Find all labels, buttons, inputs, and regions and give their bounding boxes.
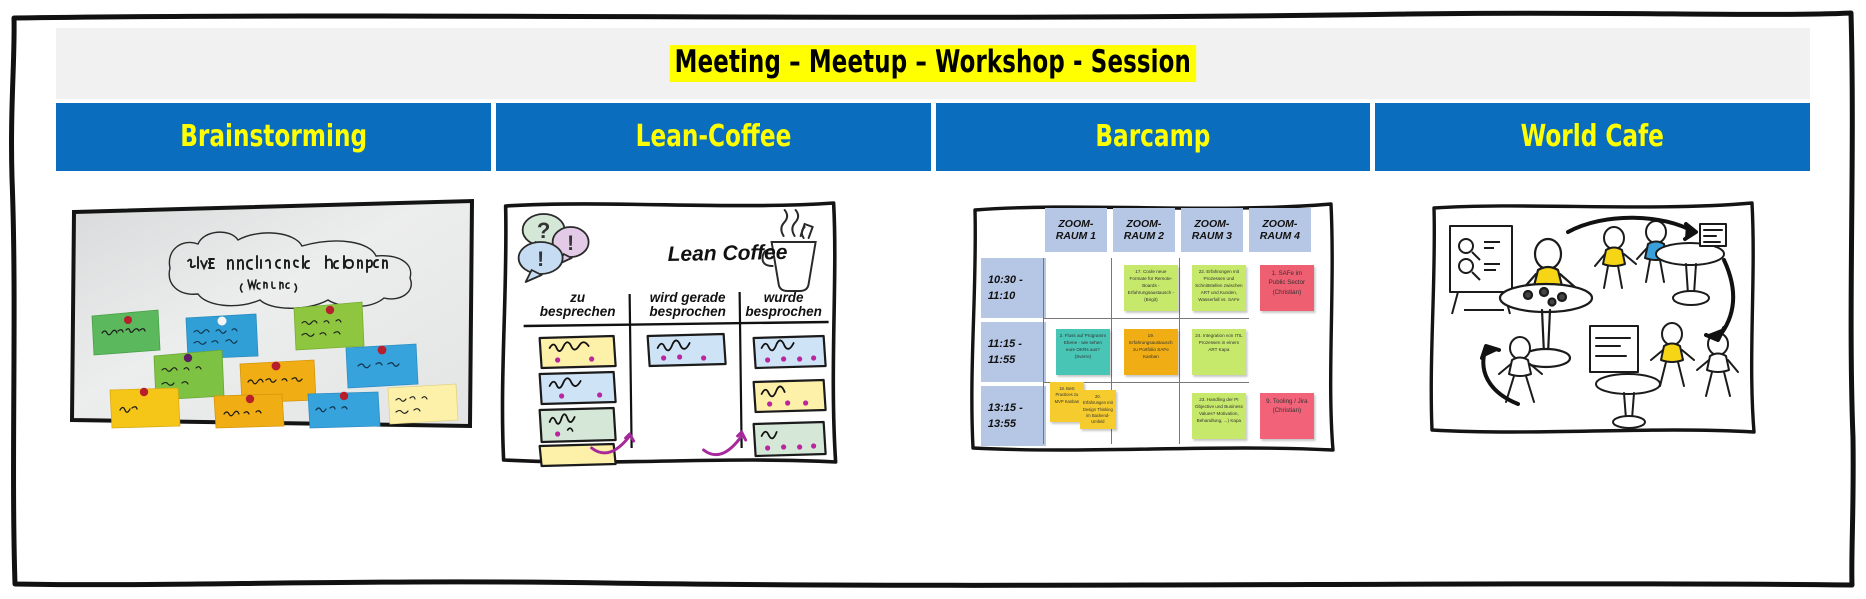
barcamp-cell-r2c3[interactable]: 24. Integration von ITIL Prozessen in ei… [1188,322,1250,382]
session-note-secondary[interactable]: 20. Erfahrungen mit Design Thinking im B… [1079,390,1116,430]
session-note[interactable]: 18. Best Practices zu MVP Kanban [1049,382,1084,422]
time-2-line1: 11:15 - [987,337,1022,350]
svg-text:Lean Coffee: Lean Coffee [668,241,789,266]
barcamp-row-1: 10:30 - 11:10 17. Coole neue Formate für… [980,258,1325,318]
content-row: ? ! ! [56,176,1810,496]
time-2-line2: 11:55 [987,354,1016,366]
grid-hline-1 [1042,318,1249,319]
barcamp-cell-r1c2[interactable]: 17. Coole neue Formate für Remote-Boards… [1120,258,1182,318]
header-label-barcamp: Barcamp [1095,119,1211,154]
barcamp-time-2: 11:15 - 11:55 [980,322,1046,382]
barcamp-room-2: ZOOM- RAUM 2 [1112,208,1175,252]
barcamp-time-3: 13:15 - 13:55 [980,386,1046,446]
header-label-lean-coffee: Lean-Coffee [635,119,791,154]
hand-drawn-frame [8,8,1858,591]
barcamp-room-3: ZOOM- RAUM 3 [1180,208,1243,252]
room-3-line2: RAUM 3 [1191,230,1232,242]
cell-world-cafe [1375,176,1810,496]
barcamp-cell-r1c4[interactable]: 1. SAFe im Public Sector (Christian) [1256,258,1318,318]
session-note[interactable]: 1. SAFe im Public Sector (Christian) [1259,265,1314,311]
barcamp-room-header-row: ZOOM- RAUM 1 ZOOM- RAUM 2 ZOOM- RAUM 3 [1044,208,1325,252]
header-label-world-cafe: World Cafe [1520,119,1665,154]
svg-text:?: ? [537,218,550,243]
category-header-row: Brainstorming Lean-Coffee Barcamp World … [56,103,1810,171]
barcamp-time-1: 10:30 - 11:10 [980,258,1046,318]
cell-barcamp: ZOOM- RAUM 1 ZOOM- RAUM 2 ZOOM- RAUM 3 [936,176,1371,496]
svg-text:wird gerade: wird gerade [650,290,726,305]
room-2-line1: ZOOM- [1126,217,1162,230]
time-3-line1: 13:15 - [987,401,1023,414]
session-note[interactable]: 17. Coole neue Formate für Remote-Boards… [1123,265,1178,311]
svg-text:wurde: wurde [764,290,804,305]
room-1-line1: ZOOM- [1058,217,1094,230]
session-note[interactable]: 23. Handling der PI Objective und Busine… [1191,393,1246,439]
barcamp-board: ZOOM- RAUM 1 ZOOM- RAUM 2 ZOOM- RAUM 3 [967,198,1339,456]
cell-brainstorming [56,176,491,496]
session-note[interactable]: 22. Erfahrungen mit Prozessen und Schnit… [1191,265,1246,311]
time-3-line2: 13:55 [987,418,1017,430]
page-title: Meeting – Meetup – Workshop - Session [669,45,1197,82]
svg-text:besprochen: besprochen [649,304,726,319]
barcamp-cell-r3c2[interactable] [1120,386,1182,446]
barcamp-row-3: 13:15 - 13:55 18. Best Practices zu MVP … [980,382,1325,446]
barcamp-cell-r2c4[interactable] [1256,322,1318,382]
session-note[interactable]: 19. Erfahrungsaustausch zu Portfolio SAF… [1123,329,1178,375]
grid-hline-2 [1042,382,1249,383]
barcamp-cell-r3c1[interactable]: 18. Best Practices zu MVP Kanban 20. Erf… [1049,382,1116,446]
session-note[interactable]: 24. Integration von ITIL Prozessen in ei… [1191,329,1246,375]
barcamp-cell-r1c1[interactable] [1052,258,1114,318]
barcamp-body: 10:30 - 11:10 17. Coole neue Formate für… [980,258,1325,446]
session-note[interactable]: 2. Fluss auf Programm Ebene - wie sehen … [1055,329,1110,375]
barcamp-cell-r2c2[interactable]: 19. Erfahrungsaustausch zu Portfolio SAF… [1120,322,1182,382]
barcamp-cell-r1c3[interactable]: 22. Erfahrungen mit Prozessen und Schnit… [1188,258,1250,318]
svg-text:besprochen: besprochen [745,304,822,319]
barcamp-room-1: ZOOM- RAUM 1 [1044,208,1107,252]
header-brainstorming[interactable]: Brainstorming [56,103,491,171]
room-4-line1: ZOOM- [1262,217,1298,230]
whiteboard-photo [70,198,476,434]
grid-vline-1 [1042,258,1044,444]
barcamp-grid: ZOOM- RAUM 1 ZOOM- RAUM 2 ZOOM- RAUM 3 [980,208,1325,446]
svg-text:!: ! [537,248,544,271]
header-lean-coffee[interactable]: Lean-Coffee [495,103,931,171]
grid-vline-2 [1110,258,1112,444]
room-1-line2: RAUM 1 [1055,230,1096,242]
room-2-line2: RAUM 2 [1123,230,1164,242]
barcamp-room-4: ZOOM- RAUM 4 [1248,208,1311,252]
svg-text:zu: zu [569,290,586,305]
header-world-cafe[interactable]: World Cafe [1375,103,1810,171]
barcamp-row-2: 11:15 - 11:55 2. Fluss auf Programm Eben… [980,322,1325,382]
barcamp-cell-r2c1[interactable]: 2. Fluss auf Programm Ebene - wie sehen … [1052,322,1114,382]
cell-lean-coffee: ? ! ! [496,176,931,496]
svg-text:!: ! [567,232,574,255]
header-barcamp[interactable]: Barcamp [935,103,1371,171]
world-cafe-sketch [1428,198,1758,438]
grid-vline-3 [1178,258,1180,444]
session-note[interactable]: 9. Tooling / Jira (Christian) [1259,393,1314,439]
room-4-line2: RAUM 4 [1259,230,1300,242]
slide-title-bar: Meeting – Meetup – Workshop - Session [56,28,1810,99]
svg-text:besprechen: besprechen [540,304,616,319]
barcamp-cell-r3c4[interactable]: 9. Tooling / Jira (Christian) [1256,386,1318,446]
time-1-line1: 10:30 - [987,273,1023,286]
header-label-brainstorming: Brainstorming [179,119,367,154]
time-1-line2: 11:10 [987,290,1016,302]
room-3-line1: ZOOM- [1194,217,1230,230]
barcamp-cell-r3c3[interactable]: 23. Handling der PI Objective und Busine… [1188,386,1250,446]
lean-coffee-sketch: ? ! ! [496,198,931,468]
